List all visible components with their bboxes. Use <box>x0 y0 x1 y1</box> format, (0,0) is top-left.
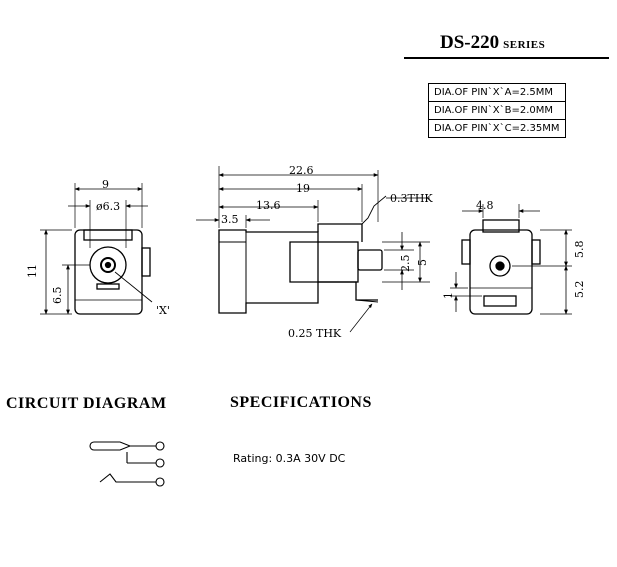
title-underline <box>404 57 609 59</box>
side-pin-housing <box>317 241 359 283</box>
front-center-height-label: 6.5 <box>51 287 64 305</box>
series-label: SERIES <box>503 39 546 51</box>
side-bottom-contact <box>318 281 378 301</box>
rear-top-lead <box>482 219 520 233</box>
schematic-switch <box>99 473 156 483</box>
rear-view <box>450 204 572 315</box>
side-lip-label: 3.5 <box>221 213 239 226</box>
side-bottom-thickness-label: 0.25 THK <box>288 327 342 340</box>
table-cell: DIA.OF PIN`X`C=2.35MM <box>428 119 566 138</box>
side-top-lead <box>361 195 387 225</box>
front-bore-label: ø6.3 <box>96 200 120 213</box>
side-overall-label: 22.6 <box>289 164 314 177</box>
rear-lower-label: 5.2 <box>573 281 586 299</box>
specifications-heading: SPECIFICATIONS <box>230 394 372 411</box>
side-flange-label: 13.6 <box>256 199 281 212</box>
side-body-label: 19 <box>296 182 310 195</box>
circuit-schematic <box>89 441 165 487</box>
rear-left-tab <box>461 239 471 265</box>
side-view <box>196 166 430 333</box>
rear-upper-label: 5.8 <box>573 241 586 259</box>
side-top-thickness-label: 0.3THK <box>390 192 433 205</box>
pin-diameter-table: DIA.OF PIN`X`A=2.5MM DIA.OF PIN`X`B=2.0M… <box>428 83 566 138</box>
front-side-tab <box>141 247 151 277</box>
schematic-pin <box>89 441 132 451</box>
side-pin-height-label: 5 <box>416 259 429 266</box>
front-top-notch <box>83 229 133 241</box>
rear-bottom-lead <box>483 295 517 307</box>
rear-body-outline <box>469 229 533 315</box>
circuit-diagram-heading: CIRCUIT DIAGRAM <box>6 395 167 412</box>
rear-dimensions: 4.8 5.8 5.2 1 <box>442 199 586 299</box>
side-dimensions: 22.6 19 13.6 3.5 0.3THK 0.25 THK 2.5 5 <box>221 164 433 340</box>
terminal-1 <box>155 441 165 451</box>
front-height-label: 11 <box>26 264 39 278</box>
side-pin <box>357 249 383 271</box>
model-number: DS-220 <box>440 32 500 53</box>
terminal-2 <box>155 458 165 468</box>
rating-text: Rating: 0.3A 30V DC <box>233 452 346 465</box>
table-row: DIA.OF PIN`X`C=2.35MM <box>428 119 566 138</box>
front-width-label: 9 <box>102 178 109 191</box>
side-top-contact <box>317 223 363 242</box>
front-pin-circle <box>100 257 116 273</box>
rear-base-label: 1 <box>442 292 455 299</box>
rear-right-tab <box>531 239 541 265</box>
terminal-3 <box>155 477 165 487</box>
rear-width-label: 4.8 <box>476 199 494 212</box>
front-dimensions: 9 ø6.3 11 6.5 'X' <box>26 178 170 317</box>
rear-pin-circle <box>489 255 511 277</box>
pin-x-label: 'X' <box>156 304 170 317</box>
front-view <box>40 183 153 315</box>
side-pin-offset-label: 2.5 <box>399 255 412 273</box>
front-bottom-tab <box>96 283 120 290</box>
